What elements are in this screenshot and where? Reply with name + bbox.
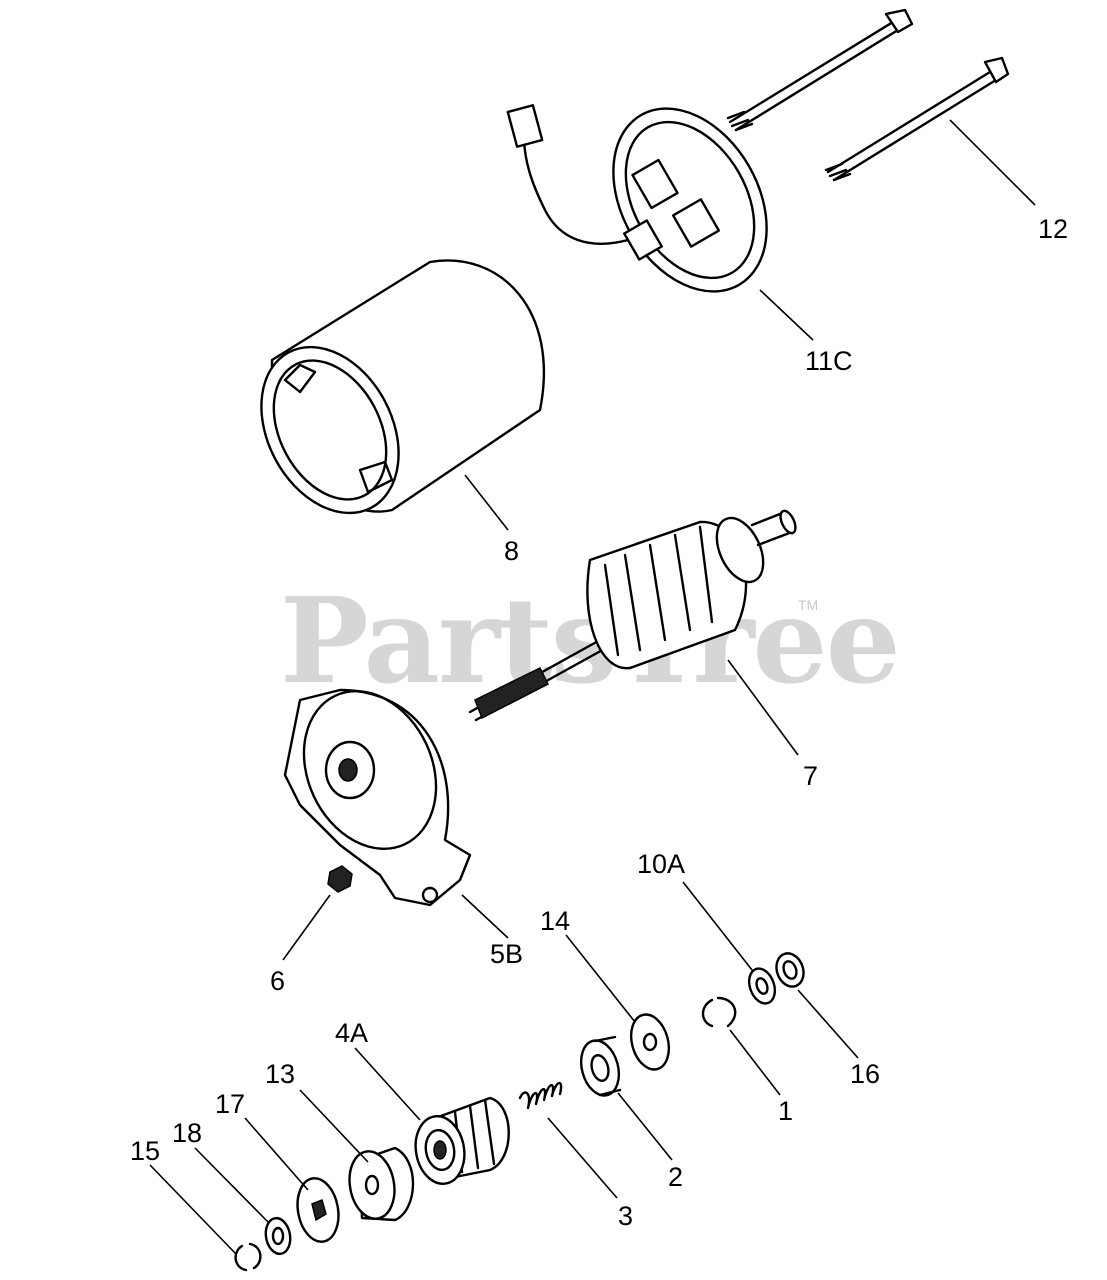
- leader-15: [149, 1164, 237, 1255]
- part-16-retainer-ring[interactable]: [772, 950, 808, 991]
- part-2-stop-collar[interactable]: [575, 1035, 624, 1099]
- part-1-clip[interactable]: [701, 996, 737, 1028]
- leader-7: [727, 659, 799, 756]
- part-15-retaining-ring[interactable]: [234, 1242, 262, 1272]
- leader-10A: [682, 881, 753, 971]
- callout-18[interactable]: 18: [172, 1118, 202, 1148]
- callout-1[interactable]: 1: [778, 1096, 793, 1126]
- callout-12[interactable]: 12: [1038, 214, 1068, 244]
- callout-2[interactable]: 2: [668, 1162, 683, 1192]
- leader-2: [617, 1092, 673, 1161]
- part-6-nut[interactable]: [327, 865, 353, 893]
- callout-4A[interactable]: 4A: [335, 1018, 368, 1048]
- leader-17: [244, 1117, 309, 1191]
- callout-14[interactable]: 14: [540, 906, 570, 936]
- callout-7[interactable]: 7: [803, 761, 818, 791]
- leader-1: [729, 1029, 781, 1096]
- leader-14: [565, 934, 636, 1023]
- part-13-dust-cover[interactable]: [344, 1146, 415, 1223]
- part-8-frame-housing[interactable]: [234, 259, 546, 536]
- callout-3[interactable]: 3: [618, 1201, 633, 1231]
- part-14-washer[interactable]: [625, 1010, 674, 1073]
- leader-13: [299, 1089, 369, 1163]
- part-3-spring[interactable]: [518, 1081, 563, 1110]
- part-11C-end-cap[interactable]: [506, 81, 798, 319]
- part-12-through-bolts[interactable]: [726, 8, 1010, 182]
- part-17-stop-plate[interactable]: [293, 1175, 344, 1245]
- watermark-trademark: TM: [798, 597, 818, 613]
- callout-15[interactable]: 15: [130, 1136, 160, 1166]
- part-4A-drive-pinion[interactable]: [410, 1096, 510, 1188]
- leader-16: [797, 989, 859, 1059]
- callout-6[interactable]: 6: [270, 966, 285, 996]
- leader-12: [949, 119, 1036, 206]
- leader-5B: [461, 894, 509, 939]
- leader-lines: [149, 119, 1036, 1255]
- leader-11C: [759, 289, 814, 341]
- leader-3: [547, 1117, 618, 1199]
- part-10A-washer[interactable]: [745, 965, 780, 1007]
- part-7-armature[interactable]: [468, 509, 799, 722]
- leader-18: [194, 1147, 269, 1223]
- leader-8: [464, 474, 509, 531]
- callout-8[interactable]: 8: [504, 536, 519, 566]
- leader-4A: [354, 1047, 421, 1121]
- callout-11C[interactable]: 11C: [805, 346, 853, 376]
- callout-5B[interactable]: 5B: [490, 939, 523, 969]
- callout-16[interactable]: 16: [850, 1059, 880, 1089]
- callout-13[interactable]: 13: [265, 1059, 295, 1089]
- callout-10A[interactable]: 10A: [637, 849, 685, 879]
- callout-17[interactable]: 17: [215, 1089, 245, 1119]
- leader-6: [282, 894, 331, 961]
- part-18-washer[interactable]: [263, 1216, 293, 1256]
- part-5B-drive-end-bracket[interactable]: [279, 669, 472, 907]
- callout-labels: 12 11C 8 7 6 5B 10A 14 16 1 2 3 4A 13 17…: [130, 214, 1068, 1231]
